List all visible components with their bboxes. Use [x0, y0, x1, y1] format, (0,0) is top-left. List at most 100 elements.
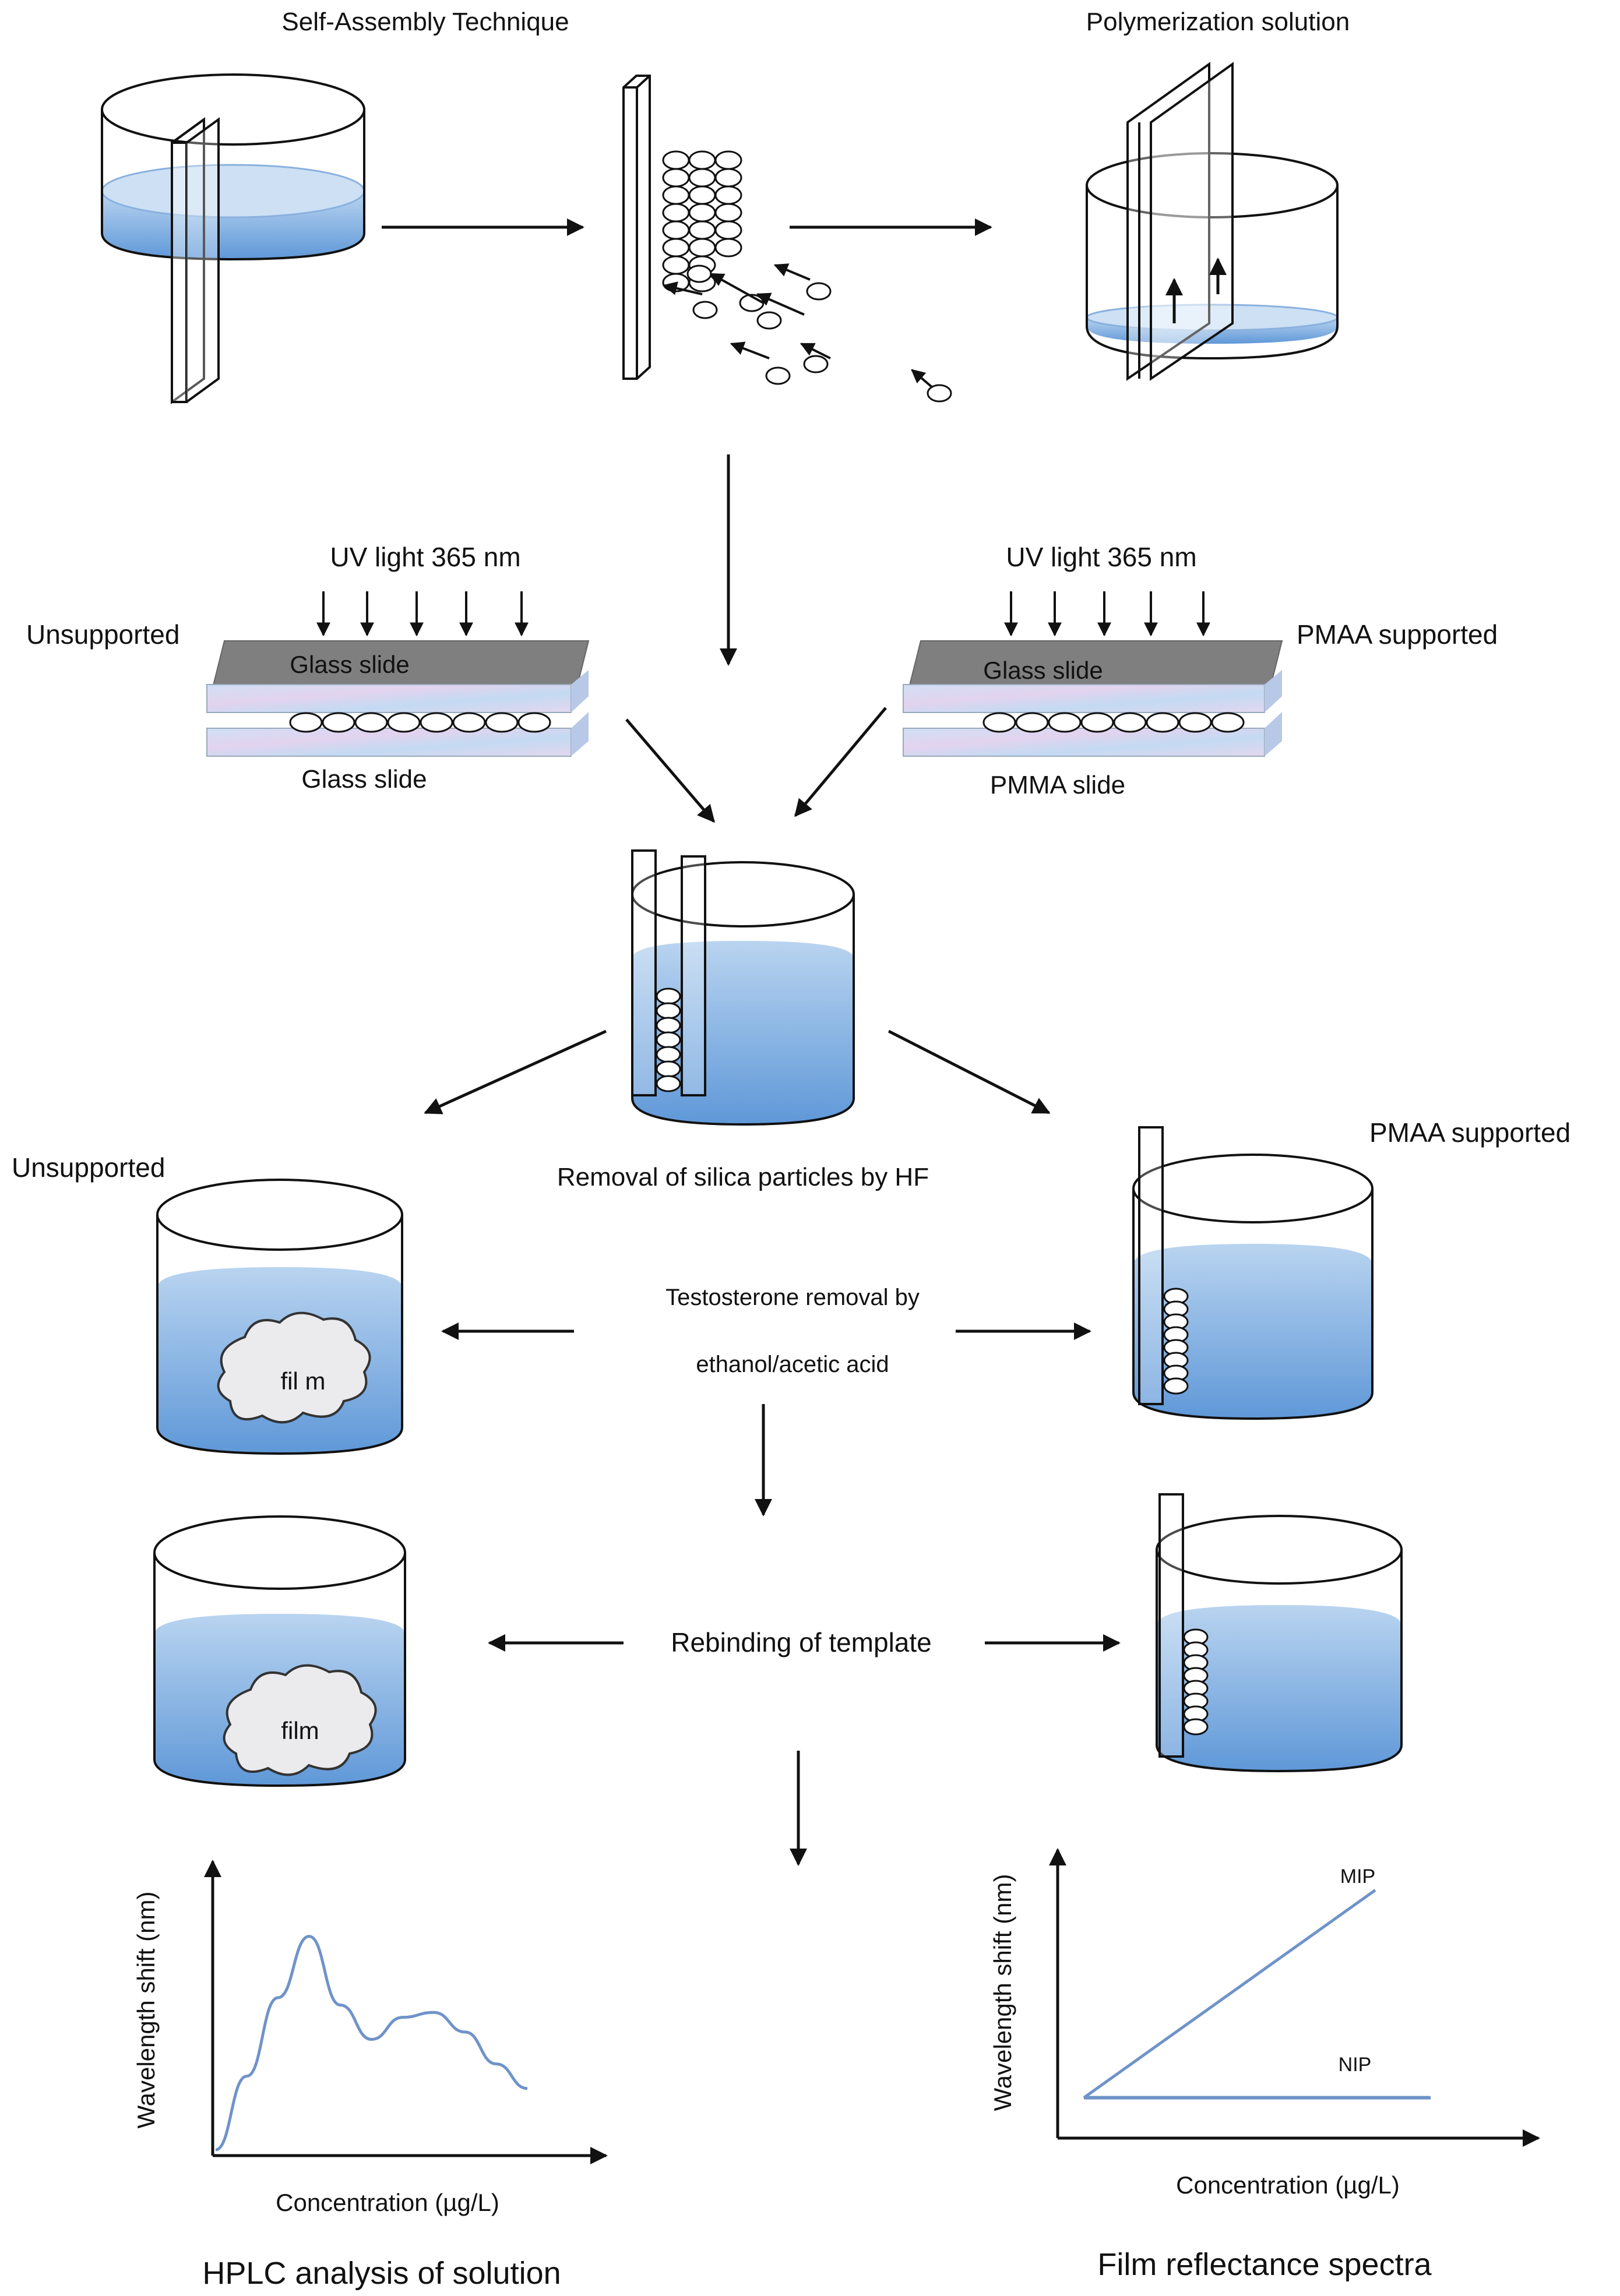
silica-particle: [688, 220, 716, 240]
silica-particle: [714, 168, 742, 188]
reflectance-y-label: Wavelength shift (nm): [989, 1874, 1016, 2111]
silica-particle: [656, 1031, 681, 1049]
glass-slide-top-left-label: Glass slide: [290, 651, 409, 678]
particle-row-left: [289, 712, 551, 733]
arrow-diag-left-in: [625, 718, 715, 823]
removal-silica-label: Removal of silica particles by HF: [557, 1163, 929, 1191]
silica-particle: [517, 712, 551, 733]
self-assembly-label: Self-Assembly Technique: [281, 8, 569, 36]
silica-particle: [688, 185, 716, 205]
supported-film-beaker-mid: [1132, 1126, 1374, 1420]
silica-particle: [420, 712, 453, 733]
polymerization-label: Polymerization solution: [1086, 8, 1350, 36]
silica-particle: [662, 238, 690, 258]
particle-arrow: [709, 273, 764, 304]
film-label-low: film: [281, 1717, 319, 1744]
silica-particle-cluster: [662, 150, 742, 292]
arrow-diag-right-in: [794, 707, 887, 817]
uv-light-right-label: UV light 365 nm: [1006, 542, 1196, 572]
mip-series-line: [1083, 1889, 1376, 2099]
silica-particle: [1211, 712, 1245, 733]
silica-particle: [806, 282, 832, 301]
silica-particle: [656, 987, 681, 1005]
silica-particle: [662, 150, 690, 170]
hplc-x-label: Concentration (µg/L): [276, 2189, 499, 2216]
silica-particle: [387, 712, 421, 733]
silica-particle: [982, 712, 1016, 733]
unsupported-label-mid: Unsupported: [12, 1152, 165, 1183]
hplc-curve: [215, 1935, 528, 2152]
reflectance-chart: MIP NIP Wavelength shift (nm) Concentrat…: [989, 1848, 1540, 2282]
silica-particle: [1080, 712, 1114, 733]
silica-particle: [1146, 712, 1179, 733]
reflectance-x-label: Concentration (µg/L): [1176, 2171, 1400, 2199]
silica-particle: [1113, 712, 1147, 733]
beaker-with-slide: [101, 73, 365, 404]
silica-particle: [662, 255, 690, 275]
particle-arrow: [663, 281, 703, 295]
glass-slide-bottom-left-label: Glass slide: [301, 765, 427, 793]
silica-particle: [686, 264, 712, 283]
silica-particle: [1048, 712, 1082, 733]
silica-particle: [656, 1046, 681, 1063]
silica-particle: [714, 185, 742, 205]
silica-particle: [714, 150, 742, 170]
silica-particle: [714, 220, 742, 240]
pmaa-supported-label-top: PMAA supported: [1297, 619, 1498, 650]
uv-light-left-label: UV light 365 nm: [330, 542, 520, 572]
arrow-diag-right-out: [888, 1029, 1051, 1115]
film-cloud-low: [223, 1664, 377, 1776]
supported-rebinding-beaker: [1156, 1493, 1403, 1773]
silica-particle: [1178, 712, 1212, 733]
pmma-slide-label: PMMA slide: [990, 771, 1125, 799]
silica-particle: [662, 220, 690, 240]
arrow-diag-left-out: [424, 1029, 607, 1115]
silica-particle: [662, 168, 690, 188]
hf-removal-beaker: [631, 849, 855, 1126]
silica-particle: [688, 203, 716, 223]
silica-particle: [656, 1017, 681, 1034]
testosterone-line1: Testosterone removal by: [665, 1285, 920, 1310]
uv-arrows: [316, 591, 1210, 637]
particle-arrow: [773, 263, 811, 281]
pmaa-supported-label-mid: PMAA supported: [1369, 1117, 1570, 1148]
testosterone-line2: ethanol/acetic acid: [696, 1352, 889, 1377]
rebinding-label: Rebinding of template: [671, 1627, 932, 1657]
reflectance-title: Film reflectance spectra: [1097, 2247, 1432, 2282]
silica-particle: [714, 203, 742, 223]
self-assembly-slide: [622, 75, 651, 380]
silica-particle: [1015, 712, 1049, 733]
supported-particle-column-mid: [1163, 1288, 1189, 1395]
mip-legend-label: MIP: [1340, 1865, 1375, 1888]
silica-particle: [322, 712, 355, 733]
film-cloud-mid: [217, 1311, 371, 1424]
silica-particle: [662, 185, 690, 205]
silica-particle: [765, 366, 791, 385]
particle-arrow: [756, 292, 805, 316]
particle-arrow: [730, 341, 770, 359]
particle-arrow: [800, 343, 831, 359]
particle-row-right: [982, 712, 1245, 733]
nip-legend-label: NIP: [1339, 2054, 1372, 2076]
silica-particle: [692, 301, 718, 319]
silica-particle: [927, 384, 952, 403]
silica-particle: [714, 238, 742, 258]
silica-particle: [1163, 1377, 1189, 1395]
silica-particle: [688, 150, 716, 170]
glass-slide-top-right-label: Glass slide: [983, 657, 1103, 684]
silica-particle: [688, 238, 716, 258]
silica-particle: [803, 355, 829, 373]
hplc-chart: Wavelength shift (nm) Concentration (µg/…: [132, 1860, 608, 2291]
free-particles: [663, 263, 952, 403]
supported-particle-column-low: [1183, 1628, 1209, 1736]
unsupported-label-top: Unsupported: [26, 619, 179, 650]
unsupported-slide-stack: [206, 640, 590, 757]
silica-particle: [354, 712, 388, 733]
silica-particle: [688, 168, 716, 188]
silica-particle: [289, 712, 323, 733]
silica-particle: [452, 712, 486, 733]
particle-arrow: [911, 369, 934, 389]
polymerization-beaker: [1086, 62, 1339, 381]
silica-particle: [485, 712, 519, 733]
